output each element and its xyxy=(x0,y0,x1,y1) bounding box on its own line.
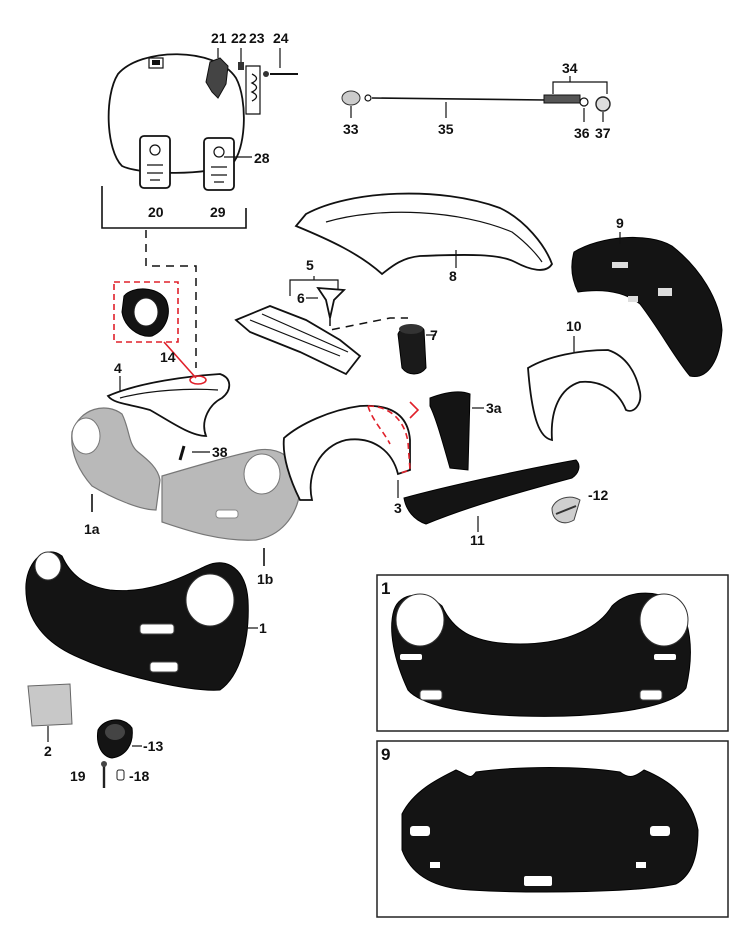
label-1b: 1b xyxy=(257,571,273,587)
front-nose-1 xyxy=(25,551,258,691)
label-20: 20 xyxy=(148,204,164,220)
inset-rear-title: 9 xyxy=(381,745,390,764)
rear-fender-10 xyxy=(527,336,642,442)
cover-3a xyxy=(429,391,484,471)
label-12: -12 xyxy=(588,487,608,503)
label-34: 34 xyxy=(562,60,578,76)
headlight-bucket-13 xyxy=(97,719,142,759)
label-38: 38 xyxy=(212,444,228,460)
label-9: 9 xyxy=(616,215,624,231)
inset-front-frame xyxy=(376,574,729,732)
hinge-plate-20 xyxy=(139,135,171,189)
pointer-3a xyxy=(409,401,420,419)
headlight-bucket-14 xyxy=(121,288,169,337)
pin-24 xyxy=(263,48,298,77)
label-28: 28 xyxy=(254,150,270,166)
label-1a: 1a xyxy=(84,521,100,537)
cable-assembly xyxy=(341,76,611,122)
inset-rear-panel xyxy=(401,767,699,893)
inset-front-title: 1 xyxy=(381,579,390,598)
label-21: 21 xyxy=(211,30,227,46)
leader-6-7 xyxy=(329,317,408,331)
label-8: 8 xyxy=(449,268,457,284)
label-4: 4 xyxy=(114,360,122,376)
clip-18 xyxy=(116,769,125,781)
inset-front-nose xyxy=(391,592,691,717)
label-29: 29 xyxy=(210,204,226,220)
label-3a: 3a xyxy=(486,400,502,416)
label-7: 7 xyxy=(430,327,438,343)
screw-38 xyxy=(178,445,210,461)
label-11: 11 xyxy=(470,532,485,548)
screw-19 xyxy=(101,761,107,788)
plate-2 xyxy=(27,683,73,742)
rear-panel-9 xyxy=(571,232,723,377)
inset-rear-frame xyxy=(376,740,729,918)
rocker-panel-11 xyxy=(403,459,580,532)
label-5: 5 xyxy=(306,257,314,273)
label-19: 19 xyxy=(70,768,86,784)
hinge-plate-29 xyxy=(203,137,252,191)
label-10: 10 xyxy=(566,318,582,334)
label-23: 23 xyxy=(249,30,265,46)
label-18: -18 xyxy=(129,768,149,784)
nose-half-1b xyxy=(161,448,301,566)
label-3: 3 xyxy=(394,500,402,516)
grommet-7 xyxy=(397,324,436,375)
bolt-22 xyxy=(238,48,244,70)
label-14: 14 xyxy=(160,349,176,365)
latch-21 xyxy=(205,48,229,99)
label-24: 24 xyxy=(273,30,289,46)
bracket-line xyxy=(101,186,247,229)
detail-box-14 xyxy=(113,281,179,343)
label-22: 22 xyxy=(231,30,247,46)
label-36: 36 xyxy=(574,125,590,141)
leader-to-14 xyxy=(145,230,197,368)
label-2: 2 xyxy=(44,743,52,759)
label-1: 1 xyxy=(259,620,267,636)
bracket-6 xyxy=(306,286,347,319)
label-33: 33 xyxy=(343,121,359,137)
pointer-14 xyxy=(163,341,197,379)
nose-half-1a xyxy=(71,407,161,512)
label-37: 37 xyxy=(595,125,611,141)
label-35: 35 xyxy=(438,121,454,137)
label-6: 6 xyxy=(297,290,305,306)
roof-panel-8 xyxy=(294,192,553,276)
label-13: -13 xyxy=(143,738,163,754)
quarter-panel-3 xyxy=(282,404,411,501)
cowl-panel-5 xyxy=(234,305,362,376)
spring-23 xyxy=(245,65,261,115)
badge-12 xyxy=(551,496,581,524)
front-fender-4 xyxy=(106,373,231,437)
